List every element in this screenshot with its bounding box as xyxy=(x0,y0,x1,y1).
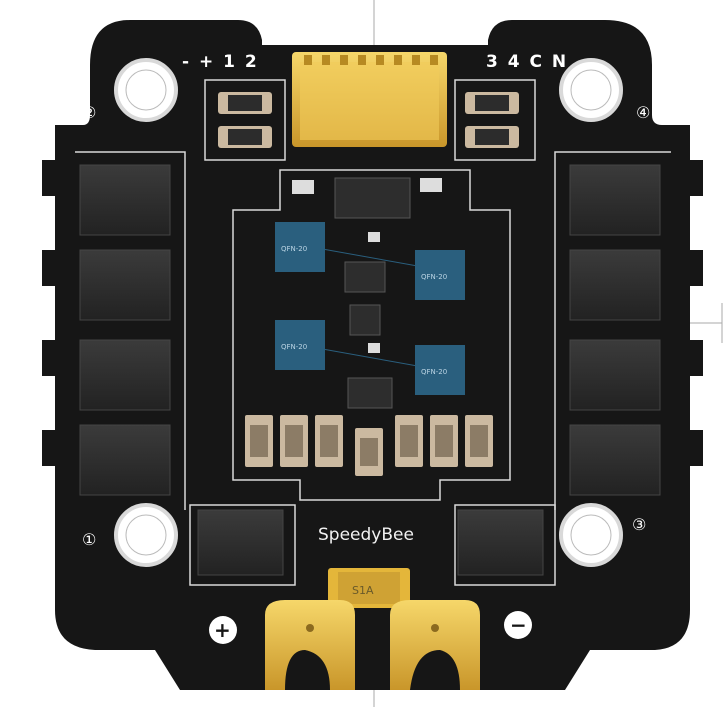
mounting-holes xyxy=(114,58,623,567)
corner-marker-three: ③ xyxy=(632,515,646,534)
chip-label-3: QFN-20 xyxy=(281,343,307,351)
right-tabs xyxy=(683,160,703,466)
power-symbols: + − xyxy=(209,611,532,644)
minus-symbol: − xyxy=(510,613,527,637)
bottom-mosfets xyxy=(197,509,544,576)
right-mosfets xyxy=(569,164,661,496)
left-mosfets xyxy=(79,164,171,496)
capacitor-row xyxy=(245,415,493,476)
brand-logo-text: SpeedyBee xyxy=(318,525,414,545)
top-resistors xyxy=(218,92,519,148)
left-tabs xyxy=(42,160,62,466)
fuse: S1A xyxy=(328,568,410,608)
chip-label-1: QFN-20 xyxy=(281,245,307,253)
corner-marker-two: ② xyxy=(82,103,96,122)
corner-marker-four: ④ xyxy=(636,103,650,122)
signal-connector xyxy=(292,52,447,147)
chip-label-4: QFN-20 xyxy=(421,368,447,376)
corner-marker-one: ① xyxy=(82,530,96,549)
silkscreen-lines xyxy=(75,79,671,586)
plus-symbol: + xyxy=(214,618,231,642)
chip-label-2: QFN-20 xyxy=(421,273,447,281)
silkscreen-left-label: - + 1 2 xyxy=(182,52,259,72)
silkscreen-right-label: 3 4 C N xyxy=(486,52,568,72)
fuse-label: S1A xyxy=(352,584,374,597)
center-components xyxy=(292,177,442,409)
driver-chips: QFN-20 QFN-20 QFN-20 QFN-20 xyxy=(275,222,465,395)
power-pads xyxy=(265,600,480,690)
